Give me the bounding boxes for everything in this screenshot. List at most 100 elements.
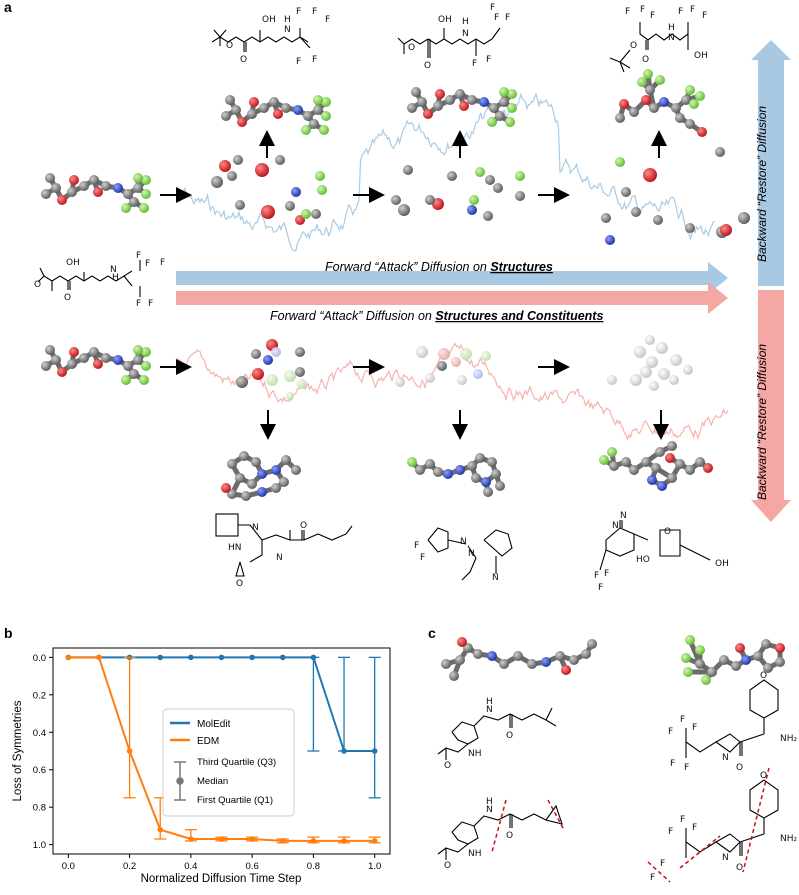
- atom: [93, 359, 103, 369]
- median-point: [371, 838, 378, 844]
- median-point: [188, 654, 194, 661]
- chem-structure-bottom-3: [599, 520, 711, 571]
- atom: [527, 659, 537, 669]
- svg-text:F: F: [420, 553, 425, 563]
- svg-text:F: F: [325, 15, 330, 25]
- atom: [67, 187, 77, 197]
- svg-text:O: O: [236, 579, 243, 589]
- scattered-atom: [255, 163, 269, 177]
- atom: [301, 125, 311, 135]
- scattered-atom: [317, 185, 327, 195]
- atom: [561, 665, 571, 675]
- atom: [645, 85, 655, 95]
- scattered-atom: [643, 168, 657, 182]
- scattered-atom: [493, 183, 503, 193]
- chem-structure-source: [37, 260, 141, 297]
- y-tick-label: 0.4: [33, 728, 46, 739]
- svg-text:O: O: [34, 280, 41, 290]
- scattered-atom: [315, 171, 325, 181]
- forward-structures-prefix: Forward “Attack” Diffusion on: [325, 260, 490, 274]
- svg-text:F: F: [690, 5, 695, 15]
- scattered-atom: [481, 351, 491, 361]
- atom: [51, 355, 61, 365]
- atom: [45, 173, 55, 183]
- atom: [443, 469, 453, 479]
- scattered-atom: [720, 224, 732, 236]
- atom: [685, 465, 695, 475]
- scattered-atom: [251, 349, 261, 359]
- atom: [697, 127, 707, 137]
- scattered-atom: [233, 155, 243, 165]
- svg-text:N: N: [284, 25, 291, 35]
- atom: [425, 459, 435, 469]
- forward-constituents-emph: Structures and Constituents: [435, 309, 603, 323]
- svg-text:H: H: [284, 15, 291, 25]
- svg-text:F: F: [414, 541, 419, 551]
- svg-text:N: N: [722, 853, 729, 863]
- median-point: [157, 826, 164, 833]
- scattered-atom: [605, 235, 615, 245]
- legend-q1: First Quartile (Q1): [197, 795, 273, 806]
- svg-text:H: H: [486, 697, 493, 707]
- atom: [321, 111, 331, 121]
- atom: [487, 117, 497, 127]
- svg-text:O: O: [240, 55, 247, 65]
- scattered-atom: [263, 355, 273, 365]
- atom: [445, 95, 455, 105]
- svg-text:F: F: [702, 11, 707, 21]
- atom: [695, 91, 705, 101]
- scattered-atom: [284, 370, 296, 382]
- svg-text:O: O: [408, 43, 415, 53]
- scattered-atom: [515, 171, 525, 181]
- panel-c-label: c: [428, 625, 436, 641]
- atom: [587, 639, 597, 649]
- svg-text:F: F: [312, 55, 317, 65]
- scattered-atom: [515, 191, 525, 201]
- scattered-atom: [685, 223, 695, 233]
- atom: [507, 103, 517, 113]
- c-structure-right-1: [685, 679, 779, 758]
- atom: [237, 117, 247, 127]
- atom: [681, 653, 691, 663]
- atom: [133, 173, 143, 183]
- scattered-atoms: [211, 147, 750, 400]
- median-point: [188, 836, 194, 842]
- scattered-atom: [291, 187, 301, 197]
- atom: [249, 97, 259, 107]
- atom: [459, 101, 469, 111]
- forward-arrow-structures: Forward “Attack” Diffusion on Structures: [176, 260, 728, 294]
- scattered-atom: [658, 368, 670, 380]
- atom: [763, 663, 773, 673]
- atom: [123, 361, 133, 371]
- svg-text:F: F: [490, 3, 495, 13]
- atom: [57, 367, 67, 377]
- atom: [741, 655, 751, 665]
- chem-structure-top-3: [609, 22, 689, 73]
- svg-text:F: F: [640, 5, 645, 15]
- atom: [141, 347, 151, 357]
- atom: [225, 95, 235, 105]
- atom: [41, 189, 51, 199]
- svg-text:O: O: [736, 863, 743, 873]
- atom: [293, 105, 303, 115]
- backward-arrow-bottom: Backward “Restore” Diffusion: [751, 290, 791, 522]
- scattered-atom: [438, 348, 450, 360]
- scattered-atom: [425, 195, 435, 205]
- atom: [581, 649, 591, 659]
- median-point: [96, 654, 102, 661]
- median-point: [65, 654, 72, 661]
- atom: [291, 465, 301, 475]
- svg-text:N: N: [722, 753, 729, 763]
- svg-text:F: F: [668, 827, 673, 837]
- svg-text:F: F: [604, 569, 609, 579]
- atom: [505, 117, 515, 127]
- svg-text:O: O: [226, 41, 233, 51]
- atom: [273, 109, 283, 119]
- atom: [221, 111, 231, 121]
- atom: [753, 651, 763, 661]
- atom: [227, 459, 237, 469]
- scattered-atom: [391, 195, 401, 205]
- scattered-atom: [715, 147, 725, 157]
- scattered-atom: [669, 375, 679, 385]
- atom: [113, 355, 123, 365]
